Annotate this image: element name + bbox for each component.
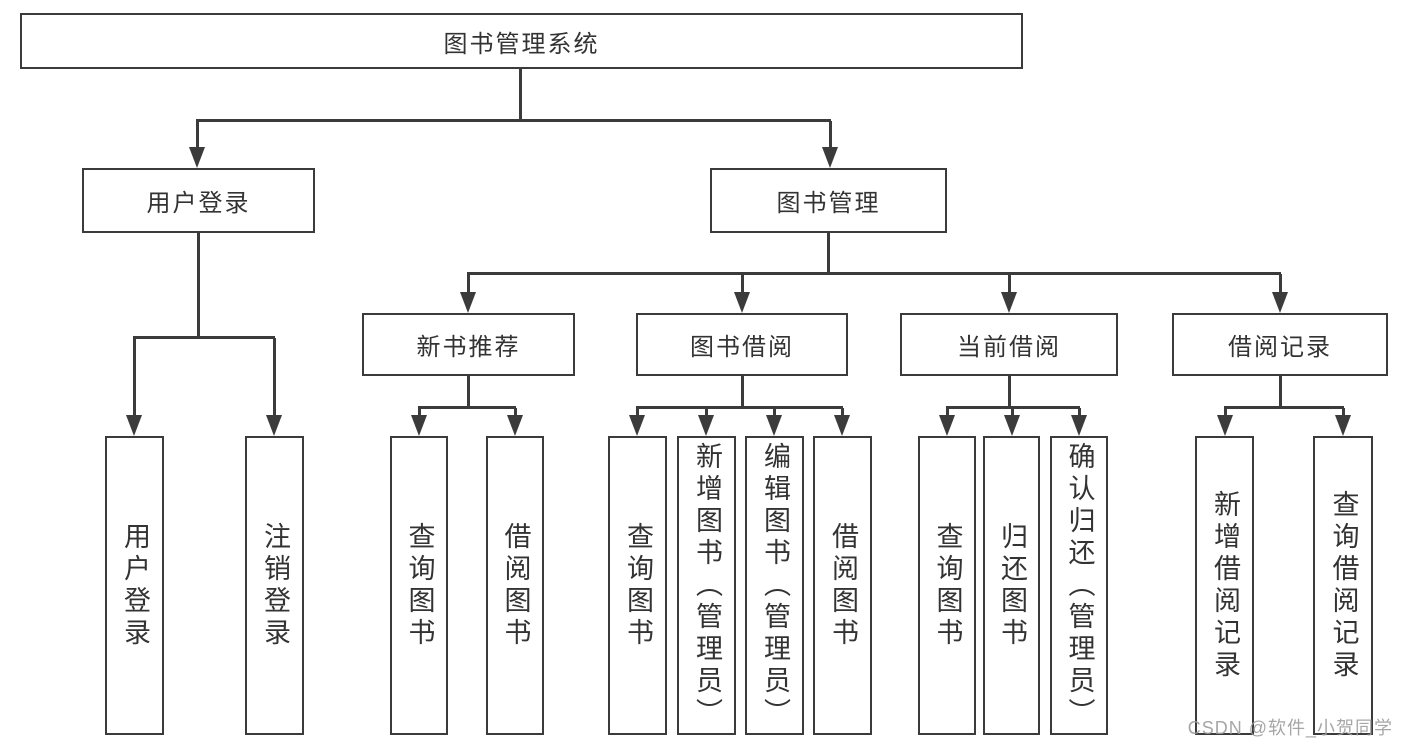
- node-user-login-label: 用户登录: [146, 190, 251, 217]
- connector-newbook-bar: [418, 406, 516, 409]
- leaf-query-borrow-record: 查询借阅记录: [1313, 436, 1373, 735]
- leaf-edit-book-admin-label: 编辑图书（管理员）: [760, 441, 790, 730]
- leaf-query-borrow-record-label: 查询借阅记录: [1328, 489, 1359, 682]
- arrow-down: [266, 415, 282, 436]
- node-book-borrowing: 图书借阅: [636, 313, 848, 376]
- leaf-query-books-recommend-label: 查询图书: [404, 521, 435, 650]
- connector-current-drop-3: [1078, 408, 1081, 418]
- arrow-down: [766, 415, 782, 436]
- node-borrowing-records-label: 借阅记录: [1228, 334, 1332, 361]
- leaf-logout-label: 注销登录: [260, 521, 290, 650]
- leaf-query-books-borrowing: 查询图书: [608, 436, 667, 735]
- connector-borrowing-drop-1: [636, 408, 639, 418]
- arrow-down: [629, 415, 645, 436]
- leaf-add-book-admin: 新增图书（管理员）: [677, 436, 736, 735]
- connector-records-drop-1: [1224, 408, 1227, 418]
- leaf-query-books-recommend: 查询图书: [390, 436, 448, 735]
- connector-newbook-drop-2: [514, 408, 517, 418]
- node-root: 图书管理系统: [20, 13, 1023, 69]
- node-user-login: 用户登录: [82, 168, 315, 233]
- connector-current-drop-1: [946, 408, 949, 418]
- leaf-user-login: 用户登录: [105, 436, 164, 735]
- arrow-down: [126, 415, 142, 436]
- arrow-down: [1004, 415, 1020, 436]
- arrow-down: [189, 147, 205, 168]
- arrow-down: [1217, 415, 1233, 436]
- arrow-down: [939, 415, 955, 436]
- connector-records-drop-2: [1342, 408, 1345, 418]
- node-new-book-recommend-label: 新书推荐: [416, 334, 521, 361]
- connector-borrowing-drop-3: [773, 408, 776, 418]
- connector-bookmgmt-stem: [827, 233, 830, 272]
- connector-current-bar: [946, 406, 1080, 409]
- leaf-return-book: 归还图书: [983, 436, 1040, 735]
- connector-bookmgmt-drop-3: [1008, 274, 1011, 294]
- connector-userlogin-stem: [197, 233, 200, 336]
- connector-root-bar: [196, 119, 831, 122]
- connector-bookmgmt-bar: [467, 272, 1281, 275]
- arrow-down: [507, 415, 523, 436]
- arrow-down: [822, 147, 838, 168]
- connector-newbook-drop-1: [418, 408, 421, 418]
- connector-root-stem: [519, 69, 522, 121]
- connector-userlogin-drop-2: [273, 338, 276, 416]
- leaf-borrow-books-borrowing: 借阅图书: [813, 436, 872, 735]
- connector-current-drop-2: [1011, 408, 1014, 418]
- arrow-down: [1001, 292, 1017, 313]
- node-book-management-label: 图书管理: [776, 190, 881, 217]
- leaf-borrow-books-recommend: 借阅图书: [486, 436, 544, 735]
- node-borrowing-records: 借阅记录: [1172, 313, 1388, 376]
- connector-newbook-stem: [467, 376, 470, 406]
- connector-bookmgmt-drop-1: [467, 274, 470, 294]
- arrow-down: [698, 415, 714, 436]
- leaf-user-login-label: 用户登录: [120, 521, 150, 650]
- leaf-add-borrow-record: 新增借阅记录: [1195, 436, 1254, 735]
- leaf-add-borrow-record-label: 新增借阅记录: [1210, 489, 1240, 682]
- leaf-confirm-return-admin: 确认归还（管理员）: [1050, 436, 1108, 735]
- connector-root-drop-right: [829, 121, 832, 151]
- connector-records-bar: [1224, 406, 1344, 409]
- leaf-add-book-admin-label: 新增图书（管理员）: [692, 441, 722, 730]
- connector-borrowing-bar: [636, 406, 843, 409]
- connector-userlogin-drop-1: [133, 338, 136, 416]
- connector-records-stem: [1279, 376, 1282, 406]
- arrow-down: [1335, 415, 1351, 436]
- connector-borrowing-stem: [741, 376, 744, 406]
- leaf-query-books-current: 查询图书: [918, 436, 976, 735]
- connector-borrowing-drop-2: [705, 408, 708, 418]
- leaf-query-books-borrowing-label: 查询图书: [623, 521, 653, 650]
- leaf-edit-book-admin: 编辑图书（管理员）: [745, 436, 804, 735]
- leaf-borrow-books-borrowing-label: 借阅图书: [828, 521, 858, 650]
- connector-bookmgmt-drop-2: [741, 274, 744, 294]
- arrow-down: [411, 415, 427, 436]
- node-current-borrowing-label: 当前借阅: [957, 334, 1061, 361]
- arrow-down: [460, 292, 476, 313]
- connector-borrowing-drop-4: [841, 408, 844, 418]
- node-root-label: 图书管理系统: [443, 30, 600, 58]
- connector-bookmgmt-drop-4: [1279, 274, 1282, 294]
- arrow-down: [734, 292, 750, 313]
- arrow-down: [1071, 415, 1087, 436]
- node-current-borrowing: 当前借阅: [900, 313, 1118, 376]
- node-book-management: 图书管理: [710, 168, 947, 233]
- leaf-borrow-books-recommend-label: 借阅图书: [500, 521, 531, 650]
- connector-root-drop-left: [196, 121, 199, 151]
- leaf-return-book-label: 归还图书: [997, 521, 1027, 650]
- node-new-book-recommend: 新书推荐: [362, 313, 575, 376]
- arrow-down: [1272, 292, 1288, 313]
- watermark-text: CSDN @软件_小贺同学: [1187, 718, 1393, 738]
- leaf-logout: 注销登录: [245, 436, 304, 735]
- node-book-borrowing-label: 图书借阅: [690, 334, 794, 361]
- leaf-confirm-return-admin-label: 确认归还（管理员）: [1064, 441, 1095, 730]
- connector-current-stem: [1008, 376, 1011, 406]
- arrow-down: [834, 415, 850, 436]
- connector-userlogin-bar: [133, 336, 275, 339]
- leaf-query-books-current-label: 查询图书: [932, 521, 963, 650]
